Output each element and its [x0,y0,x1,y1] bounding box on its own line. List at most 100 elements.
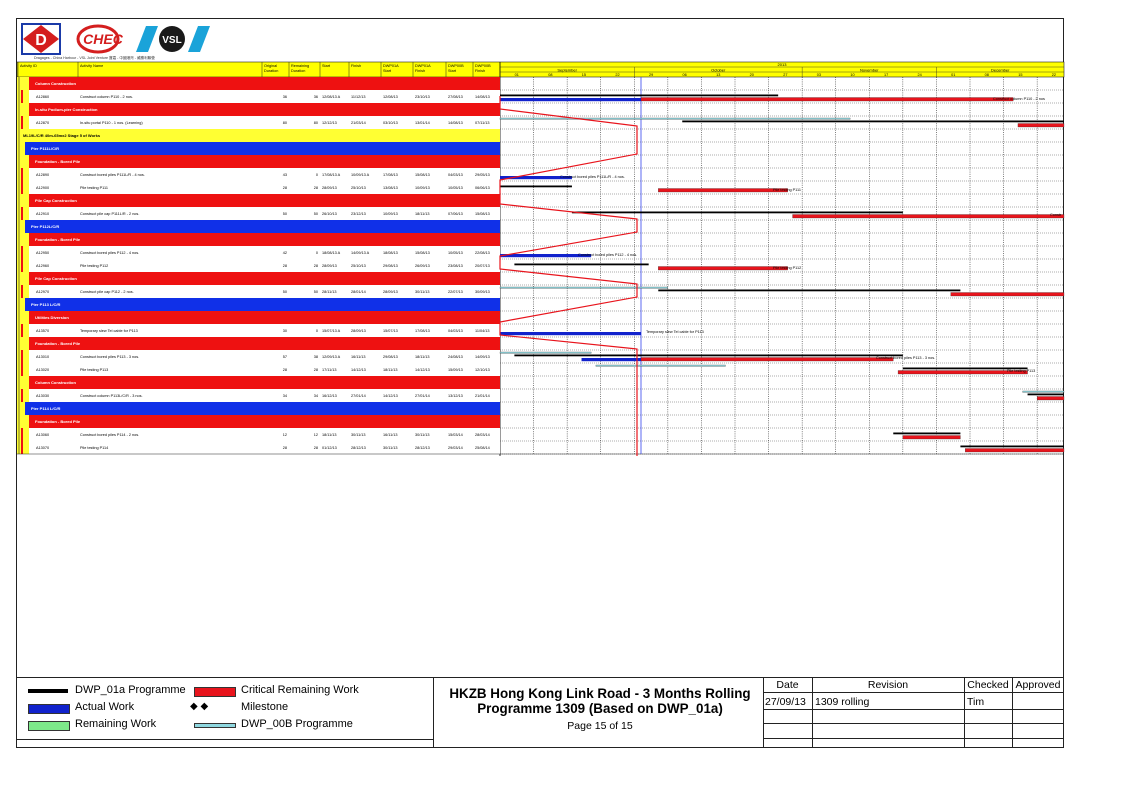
wbs-indent [17,376,29,389]
activity-cell: 15/07/13 A [322,329,341,333]
wbs-band [17,376,500,389]
column-header: Original [264,64,277,68]
bar-critical [792,214,1065,219]
activity-cell: In-situ portal P110 - 1 nos. (Learning) [80,121,143,125]
activity-cell: Pile testing P113 [80,368,108,372]
activity-cell: 13/12/13 [448,394,463,398]
legend-label: Milestone [241,701,289,713]
wbs-band [17,220,500,233]
activity-cell: 30/11/13 [415,433,430,437]
activity-cell: 16/11/13 [351,355,366,359]
activity-cell: 27/01/14 [351,394,366,398]
column-header: Start [322,64,331,68]
activity-cell: 28 [283,186,287,190]
activity-row [17,428,500,441]
column-header: Start [448,69,457,73]
activity-cell: 14/08/13 [475,95,490,99]
gantt-bar-label: Construct bored piles P111L/R - 4 nos. [560,175,625,179]
activity-cell: 30/09/13 [475,290,490,294]
column-header: DWP01A [383,64,399,68]
activity-row [17,285,500,298]
column-header: Duration [291,69,305,73]
wbs-band [17,402,500,415]
activity-row [17,207,500,220]
rev-divider [964,677,965,748]
activity-cell: Construct column P110 - 2 nos. [80,95,133,99]
bar-actual [581,358,641,362]
activity-cell: 30/11/13 [351,433,366,437]
gantt-bar-label: Construct column P110 - 2 nos [993,97,1045,101]
bar-dwp00b [499,286,669,289]
activity-cell: Pile testing P111 [80,186,108,190]
wbs-indent [17,103,29,116]
wbs-indent [17,402,25,415]
activity-cell: 0 [316,251,318,255]
bar-critical [950,292,1065,297]
activity-cell: Construct pile cap P111L/R - 2 nos. [80,212,139,216]
rev-divider [1012,677,1013,748]
activity-cell: 50 [314,212,318,216]
activity-cell: 21/01/14 [475,394,490,398]
activity-cell: 04/03/13 [448,329,463,333]
gantt-bar-label: Construct bored piles P113 - 3 nos. [876,356,935,360]
activity-cell: 30 [283,329,287,333]
wbs-label: Foundation - Bored Pile [35,237,81,242]
svg-text:CHEC: CHEC [83,31,124,47]
wbs-indent [17,194,29,207]
wbs-indent [17,311,29,324]
activity-cell: 15/09/13 [448,368,463,372]
activity-cell: 80 [314,121,318,125]
activity-cell: 11/04/13 [475,329,490,333]
timeline-month: October [711,67,726,72]
timeline-week: 27 [783,73,787,77]
timeline-week: 01 [951,73,955,77]
gantt-bar-label: Constr [1050,213,1062,217]
wbs-label: Foundation - Bored Pile [35,419,81,424]
activity-cell: 12 [283,433,287,437]
column-header: Activity ID [20,64,37,68]
activity-row [17,90,500,103]
timeline-week: 08 [548,73,552,77]
activity-cell: 06/06/13 [475,186,490,190]
rev-cell: 27/09/13 [765,696,806,708]
activity-row [17,324,500,337]
legend-label: DWP_00B Programme [241,718,353,730]
gantt-bar-label: Temporary slew Tel cable for P113 [646,330,704,334]
activity-cell: 29/08/13 [383,355,398,359]
activity-cell: 43 [283,173,287,177]
activity-cell: 15/07/13 [383,329,398,333]
wbs-indent [17,220,25,233]
activity-cell: 12/12/13 [322,121,337,125]
rev-hline [763,738,1064,739]
bar-critical [640,357,894,362]
timeline-month: November [860,67,879,72]
activity-cell: 29/03/14 [448,446,463,450]
bar-dwp01a [500,185,572,188]
legend-hline [16,739,433,740]
activity-cell: 14/08/13 [448,121,463,125]
bar-dwp01a [682,120,1064,123]
activity-cell: 28 [314,368,318,372]
activity-cell: 01/12/13 [322,446,337,450]
rev-header: Revision [867,679,909,691]
activity-cell: 28/11/13 [322,290,337,294]
activity-cell: 12/09/13 A [322,355,341,359]
wbs-label: Column Construction [35,81,76,86]
activity-cell: 10/05/13 [448,251,463,255]
bar-critical [658,188,788,193]
timeline-week: 20 [750,73,754,77]
activity-cell: A12890 [36,173,49,177]
bar-dwp01a [893,432,961,435]
activity-cell: 23/08/13 [448,264,463,268]
wbs-indent [17,298,25,311]
timeline-week: 15 [1018,73,1022,77]
activity-cell: 07/06/13 [448,212,463,216]
activity-cell: 25/08/14 [475,446,490,450]
activity-cell: Construct pile cap P112 - 2 nos. [80,290,134,294]
svg-text:VSL: VSL [162,35,181,46]
progress-line [499,96,638,456]
column-header: Finish [351,64,361,68]
activity-cell: 17/11/13 [322,368,337,372]
title-line-2: Programme 1309 (Based on DWP_01a) [477,701,723,716]
rev-hline [763,692,1064,693]
